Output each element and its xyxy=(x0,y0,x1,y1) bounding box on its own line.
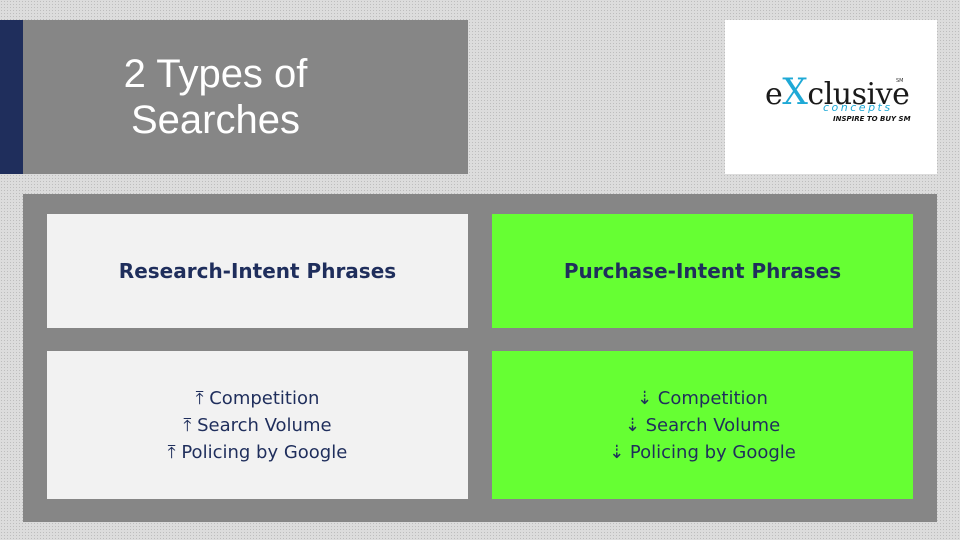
logo-letter-e: e xyxy=(765,77,783,112)
research-list: ⤒ Competition ⤒ Search Volume ⤒ Policing… xyxy=(168,385,348,466)
research-heading: Research-Intent Phrases xyxy=(118,259,397,283)
title-line-1: 2 Types of xyxy=(123,52,308,96)
list-item: ⤒ Policing by Google xyxy=(167,441,348,463)
content-panel: Research-Intent Phrases Purchase-Intent … xyxy=(23,194,937,522)
purchase-heading-card: Purchase-Intent Phrases xyxy=(492,214,913,328)
list-item: ⇣ Policing by Google xyxy=(609,441,796,463)
accent-bar xyxy=(0,20,23,174)
slide-title: 2 Types of Searches xyxy=(56,51,376,143)
list-item: ⇣ Competition xyxy=(637,387,768,409)
logo-service-mark: SM xyxy=(896,78,904,84)
logo-wordmark: eXclusive xyxy=(765,72,910,113)
list-item: ⤒ Search Volume xyxy=(183,414,332,436)
purchase-details-card: ⇣ Competition ⇣ Search Volume ⇣ Policing… xyxy=(492,351,913,499)
purchase-list: ⇣ Competition ⇣ Search Volume ⇣ Policing… xyxy=(609,385,796,466)
logo-letters-clusive: clusive xyxy=(807,77,910,112)
title-box: 2 Types of Searches xyxy=(23,20,468,174)
research-details-card: ⤒ Competition ⤒ Search Volume ⤒ Policing… xyxy=(47,351,468,499)
purchase-heading: Purchase-Intent Phrases xyxy=(563,259,842,283)
research-heading-card: Research-Intent Phrases xyxy=(47,214,468,328)
title-line-2: Searches xyxy=(131,98,300,142)
list-item: ⇣ Search Volume xyxy=(624,414,781,436)
company-logo: eXclusive SM concepts INSPIRE TO BUY SM xyxy=(725,20,937,174)
logo-tagline: INSPIRE TO BUY SM xyxy=(833,115,911,123)
logo-letter-x: X xyxy=(782,72,808,113)
list-item: ⤒ Competition xyxy=(195,387,320,409)
logo-subtitle: concepts xyxy=(823,101,893,114)
